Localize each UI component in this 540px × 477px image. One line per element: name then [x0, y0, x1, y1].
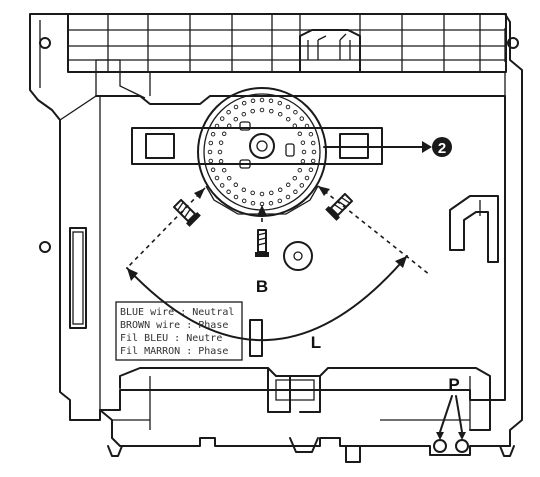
dial-dot: [210, 131, 216, 137]
dial-dot: [226, 175, 232, 181]
dial-dot: [277, 198, 283, 204]
dial-dot: [250, 98, 256, 104]
dial-dot: [226, 109, 231, 115]
dial-dot: [259, 191, 265, 197]
dial-dot: [214, 175, 220, 181]
dial-dot: [308, 167, 314, 173]
dial-dot: [293, 109, 298, 115]
dial-dot: [250, 190, 255, 196]
inner-panel: [95, 72, 506, 411]
dial-dot: [241, 111, 247, 117]
dial-dot: [277, 187, 283, 193]
wiring-line-1: BLUE wire : Neutral: [120, 307, 234, 318]
bottom-connector: [107, 367, 515, 463]
dial-dot: [269, 108, 274, 114]
label-slot: [249, 319, 263, 357]
label-b: B: [256, 277, 268, 296]
dial-dot-ring: [207, 97, 317, 207]
dial-dot: [285, 116, 291, 122]
dial-dot: [285, 182, 291, 188]
dial-dot: [208, 158, 214, 164]
label-l: L: [311, 333, 321, 352]
dial-dot: [292, 123, 298, 129]
dial-dot: [297, 131, 303, 137]
wiring-line-2: BROWN wire : Phase: [120, 320, 228, 331]
dial-dot: [217, 149, 223, 155]
round-boss: [283, 241, 313, 271]
dial-dot: [226, 189, 231, 195]
left-connector-strip: [69, 227, 87, 329]
dial-dot: [285, 194, 291, 200]
right-clip-bracket: [449, 195, 499, 263]
dial-dot: [221, 131, 227, 137]
dial-dot: [293, 189, 298, 195]
dial-dot: [299, 183, 305, 188]
screw-direction-arrows: [126, 185, 431, 276]
dial-dot: [218, 140, 224, 145]
dial-dot: [250, 108, 255, 114]
timer-dial: [197, 87, 327, 217]
callout-number: 2: [438, 140, 446, 157]
p-tab-left: [433, 439, 447, 453]
dial-dot: [226, 123, 232, 129]
dial-dot: [233, 182, 239, 188]
label-p: P: [448, 375, 459, 394]
top-vent-grid: [67, 13, 507, 73]
p-tab-right: [455, 439, 469, 453]
dial-dot: [292, 175, 298, 181]
dial-dot: [285, 104, 291, 110]
dial-dot: [241, 198, 247, 204]
dial-dot: [219, 183, 225, 188]
dial-dot: [221, 167, 227, 173]
dial-dot: [300, 140, 306, 145]
dial-dot: [241, 187, 247, 193]
dial-dot: [301, 149, 307, 155]
dial-dot: [310, 140, 316, 146]
dial-dot: [308, 131, 314, 137]
mount-hole-top-right: [507, 37, 519, 49]
screw-left: [172, 198, 201, 227]
dial-dot: [208, 140, 214, 146]
dial-dot: [277, 100, 283, 106]
callout-2: 2: [323, 137, 452, 157]
dial-hub: [249, 133, 275, 159]
dial-slot-right: [285, 143, 295, 157]
mount-hole-top-left: [39, 37, 51, 49]
dial-dot: [304, 175, 310, 181]
dial-dot: [219, 116, 225, 121]
dial-dot: [218, 159, 224, 164]
dial-dot: [233, 116, 239, 122]
dial-dot: [207, 149, 213, 155]
screw-b: [255, 229, 269, 257]
dial-slot-bottom: [239, 159, 251, 169]
screw-right: [325, 192, 354, 221]
dial-dot: [210, 167, 216, 173]
dial-dot: [233, 194, 239, 200]
dial-dot: [233, 104, 239, 110]
dial-dot: [268, 98, 274, 104]
dial-dot: [310, 158, 316, 164]
dial-dot: [214, 123, 220, 129]
p-tabs: [433, 395, 469, 453]
wiring-label: BLUE wire : Neutral BROWN wire : Phase F…: [115, 301, 243, 361]
dial-dot: [259, 107, 265, 113]
dial-dot: [269, 190, 274, 196]
dial-dot: [311, 149, 317, 155]
dial-dot: [268, 200, 274, 206]
wiring-line-3: Fil BLEU : Neutre: [120, 333, 222, 344]
dial-dot: [259, 97, 265, 103]
wiring-line-4: Fil MARRON : Phase: [120, 346, 228, 357]
dial-dot: [299, 116, 305, 121]
housing: [29, 13, 523, 456]
dial-slot-top: [239, 121, 251, 131]
dial-dot: [250, 200, 256, 206]
dial-dot: [297, 167, 303, 173]
dial-dot: [277, 111, 283, 117]
dial-dot: [241, 100, 247, 106]
mount-hole-left: [39, 241, 51, 253]
dial-dot: [300, 159, 306, 164]
dial-dot: [304, 123, 310, 129]
